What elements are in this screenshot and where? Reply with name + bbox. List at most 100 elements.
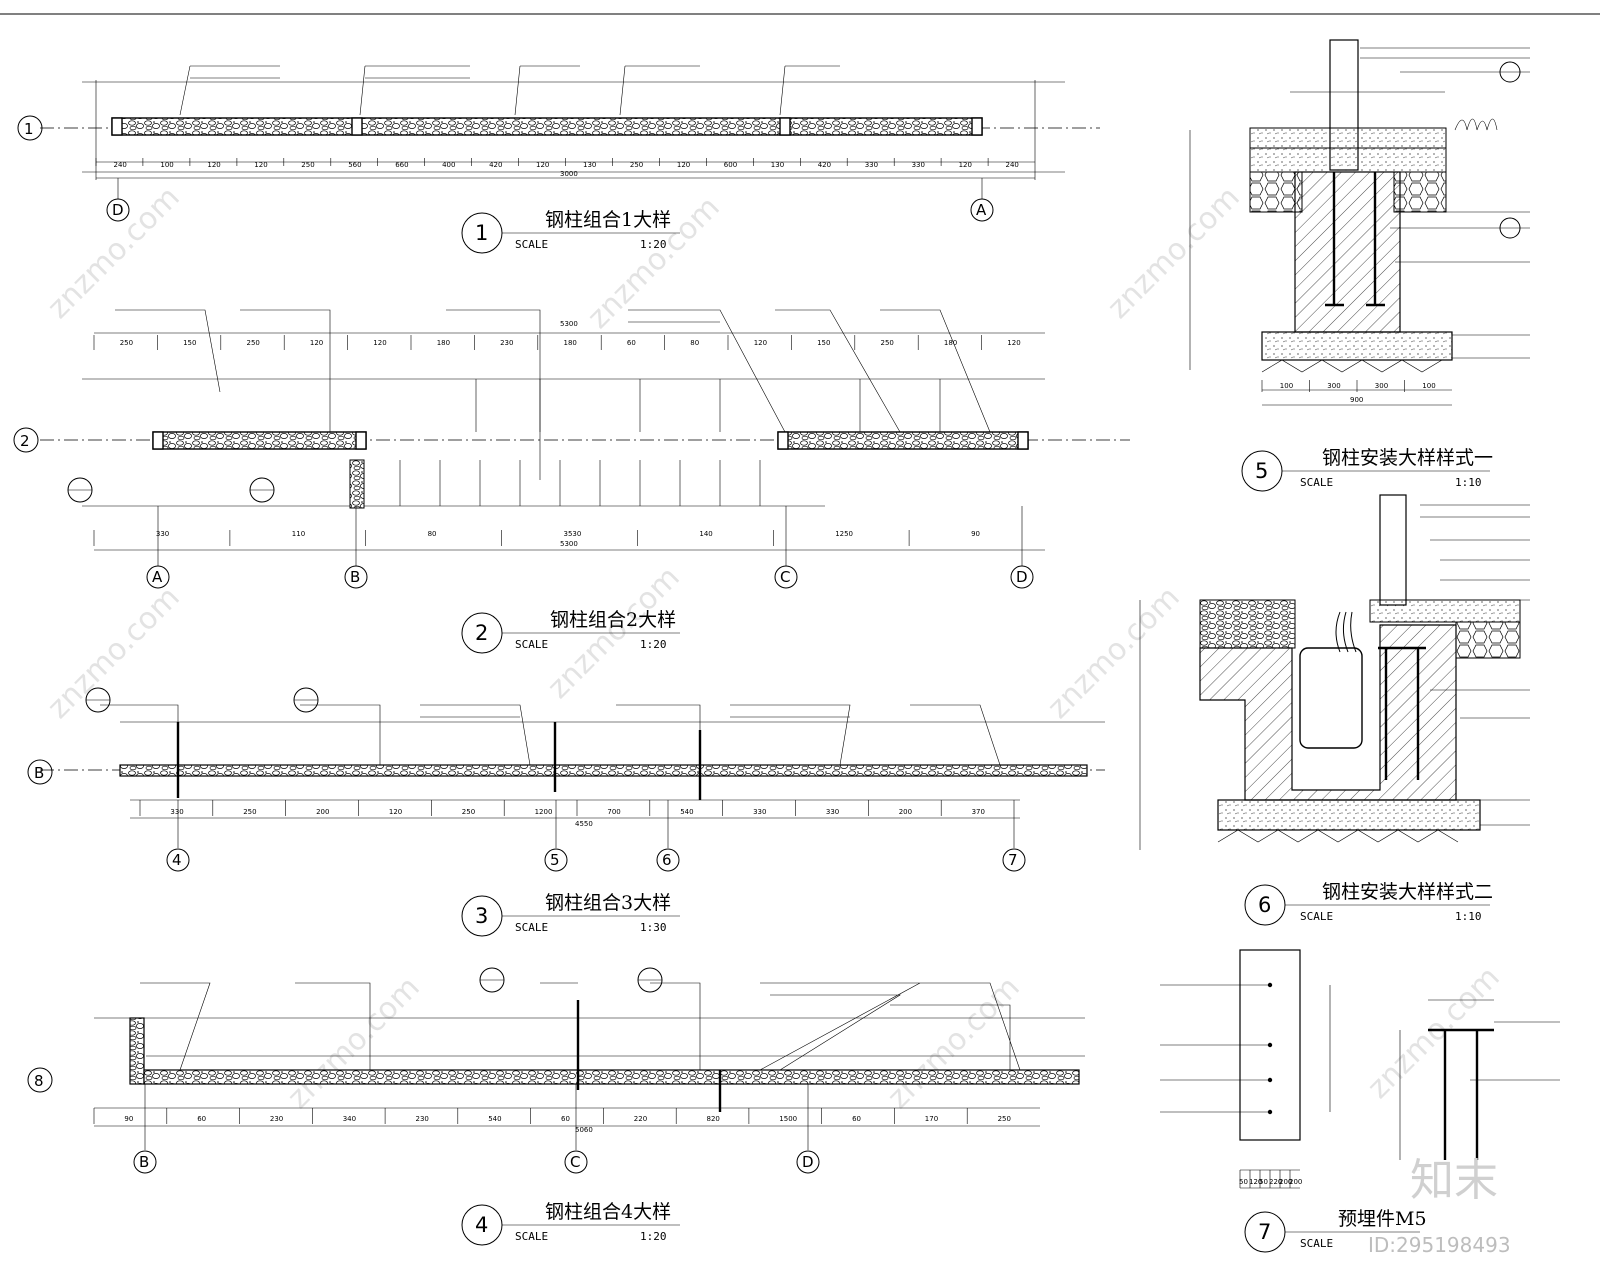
scale-label-4: SCALE [515, 1230, 548, 1243]
dimension-label: 80 [428, 530, 437, 538]
stone-wall-strip [143, 1069, 1080, 1085]
dimension-label: 660 [395, 161, 408, 169]
dimension-label: 120 [959, 161, 972, 169]
dimension-label: 230 [416, 1115, 429, 1123]
steel-column [111, 117, 123, 136]
detail5-total-dimension: 900 [1350, 396, 1363, 404]
plan2-total-dimension: 5300 [560, 320, 578, 328]
dimension-label: 120 [754, 339, 767, 347]
detail-title-text-6: 钢柱安装大样样式二 [1322, 881, 1493, 903]
detail-title-text-3: 钢柱组合3大样 [545, 892, 671, 914]
dimension-label: 120 [310, 339, 323, 347]
dimension-label: 330 [826, 808, 839, 816]
embedded-part-detail-7 [1160, 949, 1560, 1189]
section-detail-5 [1189, 39, 1530, 406]
stone-wall-strip [152, 431, 367, 450]
dimension-label: 120 [207, 161, 220, 169]
scale-value-2: 1:20 [640, 638, 667, 651]
dimension-label: 700 [607, 808, 620, 816]
steel-column [1017, 431, 1029, 450]
dimension-label: 250 [881, 339, 894, 347]
detail-title-5: 5 钢柱安装大样样式一 SCALE 1:10 [1241, 447, 1493, 492]
dimension-label: 200 [1279, 1178, 1292, 1186]
dimension-label: 400 [442, 161, 455, 169]
axis-marker-b2: B [350, 568, 360, 586]
dimension-label: 120 [389, 808, 402, 816]
plan-detail-2 [40, 309, 1130, 551]
axis-marker-d2: D [1016, 568, 1028, 586]
scale-value-1: 1:20 [640, 238, 667, 251]
plan4-total-dimension: 5060 [575, 1126, 593, 1134]
detail-number-5: 5 [1255, 459, 1268, 483]
axis-marker-c4: C [570, 1153, 580, 1171]
dimension-label: 300 [1375, 382, 1388, 390]
plan2-total-dimension-bottom: 5300 [560, 540, 578, 548]
dimension-label: 250 [120, 339, 133, 347]
detail-number-1: 1 [475, 221, 488, 245]
dimension-label: 60 [561, 1115, 570, 1123]
dimension-label: 1250 [835, 530, 853, 538]
dimension-label: 50 [1239, 1178, 1248, 1186]
watermark-text: znzmo.com [1101, 180, 1247, 326]
stone-wall-strip [777, 431, 1029, 450]
detail-title-6: 6 钢柱安装大样样式二 SCALE 1:10 [1244, 881, 1493, 926]
axis-marker-a2: A [152, 568, 163, 586]
dimension-label: 150 [817, 339, 830, 347]
dimension-label: 60 [197, 1115, 206, 1123]
axis-marker-4: 4 [172, 851, 182, 869]
detail-number-6: 6 [1258, 893, 1271, 917]
stone-wall-corner [129, 1017, 145, 1085]
dimension-label: 100 [1280, 382, 1293, 390]
dimension-label: 120 [536, 161, 549, 169]
watermark-text: znzmo.com [1041, 580, 1187, 726]
watermark-text: znzmo.com [281, 970, 427, 1116]
dimension-label: 170 [925, 1115, 938, 1123]
dimension-label: 120 [373, 339, 386, 347]
axis-marker-6: 6 [662, 851, 672, 869]
detail-title-2: 2 钢柱组合2大样 SCALE 1:20 [461, 609, 680, 654]
dimension-label: 420 [818, 161, 831, 169]
scale-value-3: 1:30 [640, 921, 667, 934]
dimension-label: 130 [771, 161, 784, 169]
dimension-label: 230 [500, 339, 513, 347]
plan-detail-4 [94, 982, 1085, 1150]
dimension-label: 250 [247, 339, 260, 347]
dimension-label: 3530 [564, 530, 582, 538]
plan3-total-dimension: 4550 [575, 820, 593, 828]
dimension-label: 230 [270, 1115, 283, 1123]
dimension-label: 180 [944, 339, 957, 347]
axis-marker-7: 7 [1008, 851, 1018, 869]
dimension-label: 200 [899, 808, 912, 816]
axis-marker-c2: C [780, 568, 790, 586]
dimension-label: 600 [724, 161, 737, 169]
stone-wall-strip [111, 117, 983, 136]
plan2-axis-markers: A B C D [146, 506, 1034, 589]
row-mark-8 [27, 1067, 53, 1093]
section-callouts-plan4 [479, 967, 663, 993]
dimension-label: 820 [707, 1115, 720, 1123]
dimension-label: 50 [1259, 1178, 1268, 1186]
dimension-label: 250 [462, 808, 475, 816]
dimension-label: 100 [1422, 382, 1435, 390]
row-mark-2 [13, 427, 39, 453]
dimension-label: 250 [630, 161, 643, 169]
detail-title-text-7: 预埋件M5 [1338, 1208, 1427, 1230]
detail-number-2: 2 [475, 621, 488, 645]
detail-number-3: 3 [475, 904, 488, 928]
dimension-label: 120 [1249, 1178, 1262, 1186]
stone-wall-strip [119, 764, 1088, 777]
dimension-label: 330 [865, 161, 878, 169]
section-detail-6 [1139, 494, 1530, 850]
axis-marker-5: 5 [550, 851, 560, 869]
steel-column [777, 431, 789, 450]
row-mark-8-label: 8 [34, 1072, 44, 1090]
dimension-label: 90 [124, 1115, 133, 1123]
dimension-label: 120 [677, 161, 690, 169]
dimension-label: 540 [680, 808, 693, 816]
axis-marker-d-label: D [112, 201, 124, 219]
dimension-label: 240 [1006, 161, 1019, 169]
